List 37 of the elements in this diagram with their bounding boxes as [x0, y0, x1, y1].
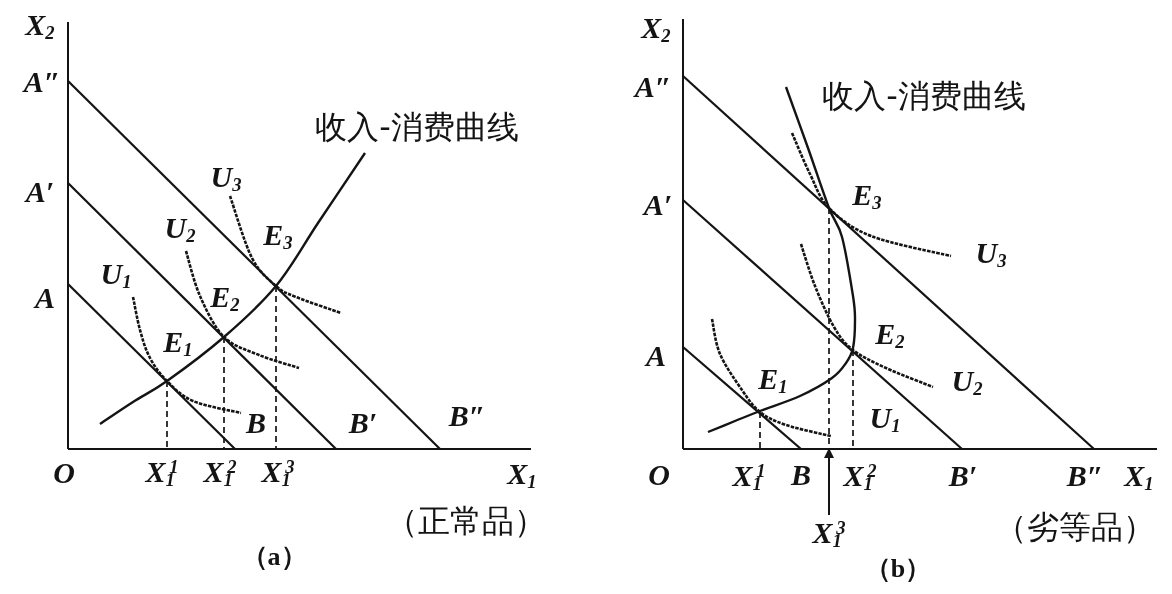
intercept-label: A [35, 280, 55, 316]
curve-label: 收入-消费曲线 [822, 77, 1026, 115]
point-label: E$_{2}$ [210, 279, 240, 315]
point-label: E$_{1}$ [163, 324, 193, 360]
origin-label: O [53, 455, 75, 491]
panel-label: （b） [864, 554, 932, 584]
intercept-label: B [246, 405, 266, 441]
point-label: E$_{1}$ [758, 361, 788, 397]
axis-label: X$_{1}$ [1124, 458, 1154, 494]
goods-type-note: （正常品） [386, 502, 546, 540]
intercept-label: A″ [23, 64, 61, 100]
axis-label: X$_{2}$ [641, 10, 671, 46]
intercept-label: A″ [634, 69, 672, 105]
intercept-label: B″ [1066, 458, 1104, 494]
point-label: E$_{3}$ [263, 217, 293, 253]
panel-label: （a） [241, 542, 307, 572]
intercept-label: B″ [448, 398, 486, 434]
axis-label: X$_{1}$ [507, 456, 537, 492]
point-label: E$_{2}$ [875, 316, 905, 352]
intercept-label: A′ [643, 187, 673, 223]
curve-label: U$_{1}$ [869, 400, 901, 436]
curve-label: 收入-消费曲线 [315, 108, 519, 146]
origin-label: O [648, 457, 670, 493]
goods-type-note: （劣等品） [995, 508, 1155, 546]
axis-label: X$_{2}$ [25, 7, 55, 43]
curve-label: U$_{2}$ [951, 363, 983, 399]
curve-label: U$_{3}$ [210, 159, 242, 195]
intercept-label: B′ [948, 458, 978, 494]
intercept-label: A [646, 338, 666, 374]
point-label: E$_{3}$ [852, 177, 882, 213]
curve-label: U$_{2}$ [164, 210, 196, 246]
leader-arrow [824, 448, 834, 516]
curve-label: U$_{3}$ [975, 235, 1007, 271]
curve-label: U$_{1}$ [100, 256, 132, 292]
intercept-label: B′ [348, 405, 378, 441]
intercept-label: B [791, 457, 811, 493]
intercept-label: A′ [25, 174, 55, 210]
